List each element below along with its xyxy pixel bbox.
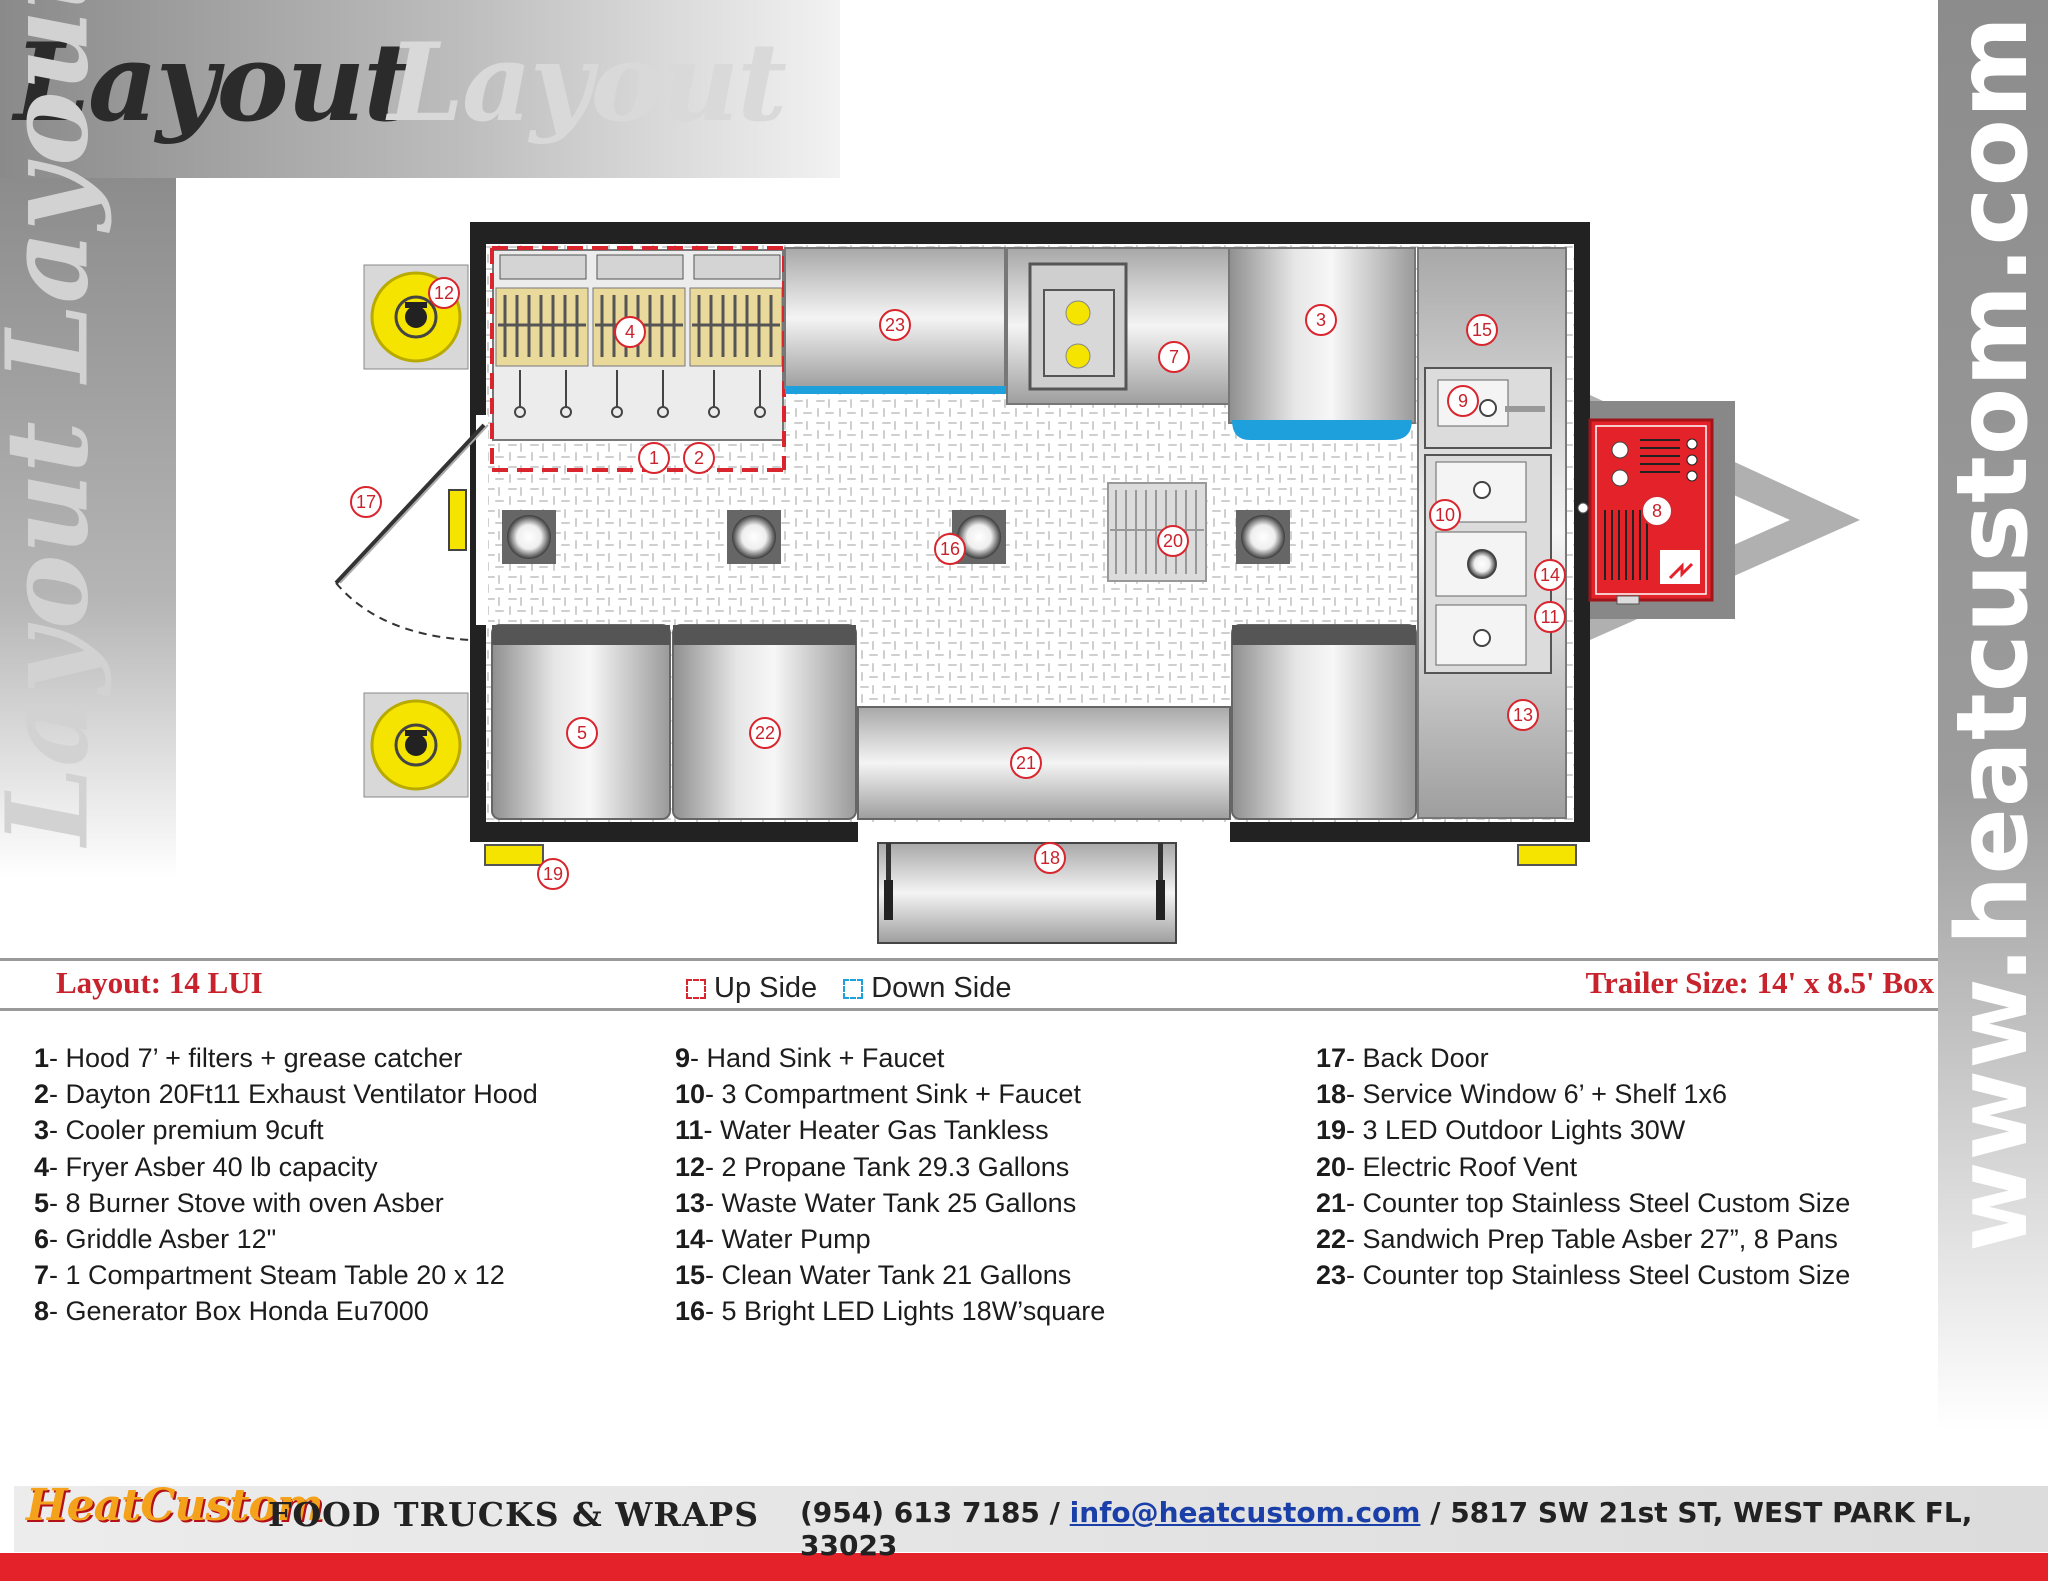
spec-item: 10- 3 Compartment Sink + Faucet xyxy=(675,1079,1081,1110)
left-gradient-band xyxy=(0,178,176,878)
spec-item: 5- 8 Burner Stove with oven Asber xyxy=(34,1187,444,1218)
marker-20: 20 xyxy=(1163,531,1183,551)
diagram-markers xyxy=(350,277,1673,890)
right-gradient-band xyxy=(1938,0,2048,1430)
marker-16: 16 xyxy=(940,539,960,559)
heatcustom-logo[interactable]: HeatCustom xyxy=(26,1480,323,1531)
marker-17: 17 xyxy=(356,492,376,512)
marker-13: 13 xyxy=(1513,705,1533,725)
marker-5: 5 xyxy=(577,723,587,743)
marker-19: 19 xyxy=(543,864,563,884)
spec-item: 18- Service Window 6’ + Shelf 1x6 xyxy=(1316,1079,1727,1110)
service-shelf xyxy=(877,842,1177,944)
spec-item: 20- Electric Roof Vent xyxy=(1316,1151,1578,1182)
spec-item: 22- Sandwich Prep Table Asber 27”, 8 Pan… xyxy=(1316,1224,1838,1255)
door-light xyxy=(448,489,467,551)
propane-tank-bottom xyxy=(363,692,469,798)
spec-column-2: 9- Hand Sink + Faucet 10- 3 Compartment … xyxy=(675,1040,1105,1330)
spec-item: 17- Back Door xyxy=(1316,1043,1489,1073)
spec-item: 19- 3 LED Outdoor Lights 30W xyxy=(1316,1115,1686,1146)
website-url-vertical[interactable]: www.heatcustom.com xyxy=(1936,14,2048,1252)
marker-12: 12 xyxy=(434,283,454,303)
address: 5817 SW 21st ST, WEST PARK FL, 33023 xyxy=(800,1496,1973,1562)
spec-column-3: 17- Back Door 18- Service Window 6’ + Sh… xyxy=(1316,1040,1850,1293)
marker-22: 22 xyxy=(755,723,775,743)
footer-bar xyxy=(14,1486,2048,1552)
divider-bottom xyxy=(0,1008,1938,1011)
header-banner xyxy=(0,0,840,178)
brand-tagline: FOOD TRUCKS & WRAPS xyxy=(268,1495,760,1534)
marker-10: 10 xyxy=(1435,505,1455,525)
contact-line: (954) 613 7185 / info@heatcustom.com / 5… xyxy=(800,1496,1973,1562)
spec-item: 8- Generator Box Honda Eu7000 xyxy=(34,1296,429,1327)
divider-top xyxy=(0,958,1938,961)
marker-18: 18 xyxy=(1040,848,1060,868)
marker-15: 15 xyxy=(1472,320,1492,340)
spec-item: 12- 2 Propane Tank 29.3 Gallons xyxy=(675,1151,1070,1182)
spec-item: 1- Hood 7’ + filters + grease catcher xyxy=(34,1043,463,1073)
marker-14: 14 xyxy=(1540,565,1560,585)
title-script-dark: Layout xyxy=(14,20,413,146)
diagram-marker-labels: 1 2 3 4 5 7 8 9 10 11 12 13 14 15 16 17 … xyxy=(356,283,1662,884)
title-script-light: Layout xyxy=(388,20,787,146)
spec-item: 14- Water Pump xyxy=(675,1224,871,1255)
marker-8: 8 xyxy=(1652,501,1662,521)
marker-9: 9 xyxy=(1458,391,1468,411)
spec-item: 2- Dayton 20Ft11 Exhaust Ventilator Hood xyxy=(34,1079,538,1110)
spec-item: 4- Fryer Asber 40 lb capacity xyxy=(34,1151,378,1182)
spec-item: 21- Counter top Stainless Steel Custom S… xyxy=(1316,1187,1851,1218)
trailer-size-label: Trailer Size: 14' x 8.5' Box xyxy=(1585,965,1934,1000)
marker-23: 23 xyxy=(885,315,905,335)
marker-21: 21 xyxy=(1016,753,1036,773)
legend: Up Side Down Side xyxy=(686,972,1011,1005)
marker-3: 3 xyxy=(1316,310,1326,330)
spec-item: 9- Hand Sink + Faucet xyxy=(675,1043,945,1073)
marker-1: 1 xyxy=(649,448,659,468)
led-lights xyxy=(502,510,1290,564)
hood-outline-up-side xyxy=(492,246,786,472)
counter-edge-down-side xyxy=(785,386,1007,394)
spec-item: 6- Griddle Asber 12" xyxy=(34,1224,277,1255)
legend-up-label: Up Side xyxy=(714,972,818,1004)
spec-item: 7- 1 Compartment Steam Table 20 x 12 xyxy=(34,1260,505,1291)
trailer-floor-plan: 1 2 3 4 5 7 8 9 10 11 12 13 14 15 16 17 … xyxy=(334,222,1860,944)
email-link[interactable]: info@heatcustom.com xyxy=(1069,1496,1421,1529)
outdoor-light xyxy=(1517,844,1577,866)
back-door-opening xyxy=(476,415,488,625)
counter-top-21 xyxy=(857,706,1231,820)
spec-item: 13- Waste Water Tank 25 Gallons xyxy=(675,1187,1077,1218)
spec-item: 15- Clean Water Tank 21 Gallons xyxy=(675,1260,1072,1291)
marker-7: 7 xyxy=(1169,347,1179,367)
footer-red-stripe xyxy=(0,1553,2048,1581)
legend-down-label: Down Side xyxy=(871,972,1012,1004)
spec-item: 11- Water Heater Gas Tankless xyxy=(675,1115,1049,1146)
spec-item: 23- Counter top Stainless Steel Custom S… xyxy=(1316,1260,1851,1291)
spec-item: 3- Cooler premium 9cuft xyxy=(34,1115,324,1146)
marker-4: 4 xyxy=(625,322,635,342)
layout-label: Layout: 14 LUI xyxy=(56,965,263,1000)
spec-item: 16- 5 Bright LED Lights 18W’square xyxy=(675,1296,1106,1327)
cabinet-right xyxy=(1231,624,1417,820)
up-side-swatch xyxy=(686,979,706,999)
marker-2: 2 xyxy=(694,448,704,468)
outdoor-light xyxy=(484,844,544,866)
phone-number[interactable]: (954) 613 7185 xyxy=(800,1496,1040,1529)
back-door xyxy=(334,423,486,585)
marker-11: 11 xyxy=(1541,607,1560,627)
down-side-swatch xyxy=(843,979,864,999)
spec-column-1: 1- Hood 7’ + filters + grease catcher 2-… xyxy=(34,1040,538,1330)
